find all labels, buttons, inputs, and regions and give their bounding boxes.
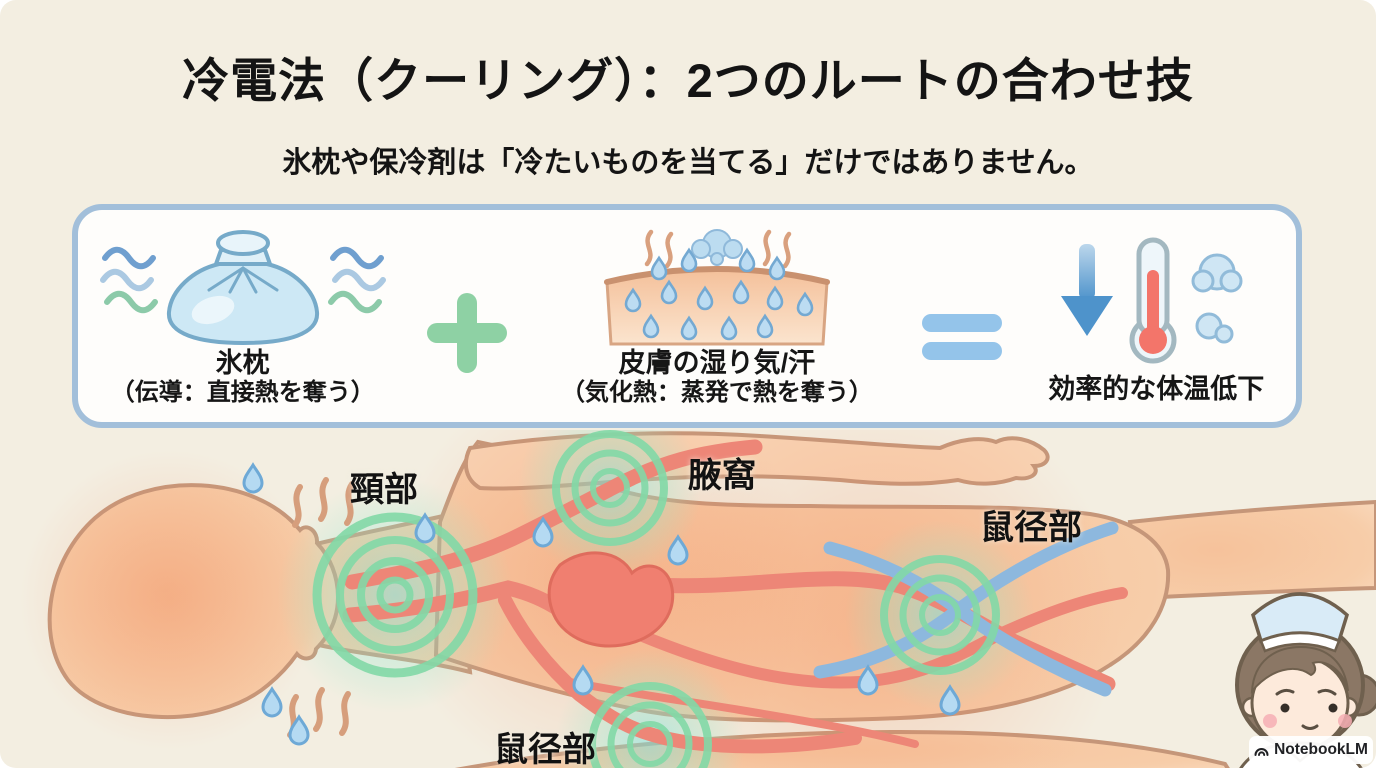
skin-moisture-sublabel: （気化熱：蒸発で熱を奪う） <box>560 379 873 407</box>
cooling-equation-panel: 氷枕 （伝導：直接熱を奪う） <box>72 204 1302 428</box>
ice-pack-icon <box>93 226 393 346</box>
axilla-label: 腋窩 <box>688 457 756 495</box>
equals-icon <box>907 308 1017 366</box>
groin-lower-rings <box>588 682 712 768</box>
leg-band <box>1127 499 1376 601</box>
heat-squiggle-icon <box>287 477 355 738</box>
skin-moisture-label: 皮膚の湿り気/汗 <box>618 348 816 378</box>
watermark-text: NotebookLM <box>1274 741 1368 758</box>
groin-right-rings <box>880 555 1000 675</box>
groin-right-label: 鼠径部 <box>980 509 1082 547</box>
heart <box>547 551 675 648</box>
equation-item-ice-pack: 氷枕 （伝導：直接熱を奪う） <box>78 226 407 408</box>
page-subtitle: 氷枕や保冷剤は「冷たいものを当てる」だけではありません。 <box>282 147 1094 179</box>
axilla-rings <box>552 430 668 546</box>
neck-cooling-glow <box>277 477 513 713</box>
smile <box>1301 724 1319 730</box>
hair-fringe <box>1250 645 1349 694</box>
thermometer-down-icon <box>1031 232 1281 372</box>
neck-rings <box>312 512 478 678</box>
equation-item-temp-drop: 効率的な体温低下 <box>1016 226 1296 405</box>
neck-label: 頸部 <box>350 471 418 509</box>
nurse-illustration <box>1235 592 1376 768</box>
plus-icon <box>407 290 527 376</box>
page-title: 冷電法（クーリング）：2つのルートの合わせ技 <box>182 54 1194 107</box>
ice-pack-sublabel: （伝導：直接熱を奪う） <box>110 379 375 407</box>
sweating-skin-icon <box>537 226 897 346</box>
cooling-target-rings <box>312 430 1000 768</box>
ice-pack-label: 氷枕 <box>215 348 270 378</box>
groin-lower-label: 鼠径部 <box>494 731 596 768</box>
temp-drop-label: 効率的な体温低下 <box>1048 374 1265 404</box>
notebooklm-watermark: NotebookLM <box>1249 736 1373 764</box>
notebooklm-logo-icon <box>1254 747 1269 756</box>
body-cooling-points-illustration <box>20 430 1376 768</box>
equation-item-skin-moisture: 皮膚の湿り気/汗 （気化熱：蒸発で熱を奪う） <box>527 226 906 408</box>
